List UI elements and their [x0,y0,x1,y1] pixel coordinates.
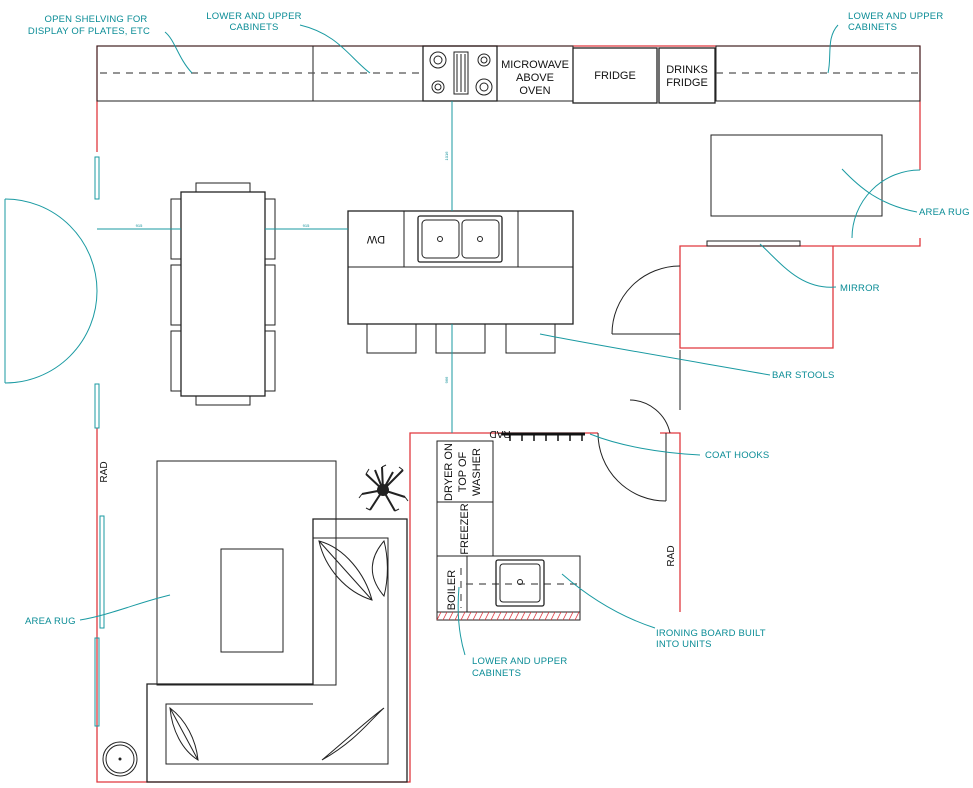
label-area-rug-right: AREA RUG [919,207,970,218]
kitchen-island [347,210,574,354]
coat-hooks [502,432,585,441]
label-lower-upper-right-1: LOWER AND UPPER [848,11,943,22]
label-mirror: MIRROR [840,283,880,294]
label-lower-upper-left-1: LOWER AND UPPER [206,11,301,22]
label-ironing-1: IRONING BOARD BUILT [656,628,766,639]
drinks-fridge-label-2: FRIDGE [666,77,708,89]
dim-kitchen-top: 1016 [444,151,449,161]
left-windows [94,515,105,727]
dim-island-bottom: 966 [444,376,449,383]
potted-plant-icon [358,464,409,512]
label-lower-upper-right-2: CABINETS [848,22,897,33]
label-open-shelving-1: OPEN SHELVING FOR [45,14,148,25]
dim-table-left: 915 [136,223,143,228]
freezer-label: FREEZER [459,503,471,554]
door-swing-mirror-room [611,265,681,335]
hob-icon [422,45,498,102]
dining-table [170,182,276,406]
sink-icon [417,215,503,263]
radiator-hall-label: RAD [666,545,677,566]
label-open-shelving-2: DISPLAY OF PLATES, ETC [28,26,150,37]
microwave-label-2: ABOVE [516,72,554,84]
kitchen-cabinet-run [96,45,921,104]
label-ironing-2: INTO UNITS [656,639,712,650]
dim-table-right: 915 [303,223,310,228]
drinks-fridge-label-1: DRINKS [666,64,708,76]
utility-sink-icon [495,559,545,607]
area-rug-right [710,134,883,217]
label-coat-hooks: COAT HOOKS [705,450,769,461]
sofa [146,518,408,783]
microwave-label-3: OVEN [519,85,550,97]
dimension-lines [97,101,453,433]
door-swing-right [851,169,921,239]
mirror [706,240,801,247]
french-doors [4,156,100,429]
microwave-label-1: MICROWAVE [501,59,569,71]
annotation-leaders [79,24,918,656]
door-swing-hall-2 [629,399,671,434]
label-lower-upper-utility-2: CABINETS [472,668,521,679]
dryer-label-1: DRYER ON [443,443,455,501]
radiator-utility-label: RAD [489,428,510,439]
round-side-table [102,741,138,777]
dryer-label-3: WASHER [471,448,483,496]
label-area-rug-left: AREA RUG [25,616,76,627]
door-swing-hall [597,432,667,502]
label-bar-stools: BAR STOOLS [772,370,835,381]
area-rug-left [156,460,337,686]
coffee-table [220,548,284,653]
label-lower-upper-left-2: CABINETS [229,22,278,33]
boiler-label: BOILER [446,570,458,610]
dishwasher-label: DW [366,233,385,245]
radiator-left-label: RAD [99,461,110,482]
dryer-label-2: TOP OF [457,451,469,492]
utility-room [436,440,581,621]
label-lower-upper-utility-1: LOWER AND UPPER [472,656,567,667]
fridge-label: FRIDGE [594,70,636,82]
